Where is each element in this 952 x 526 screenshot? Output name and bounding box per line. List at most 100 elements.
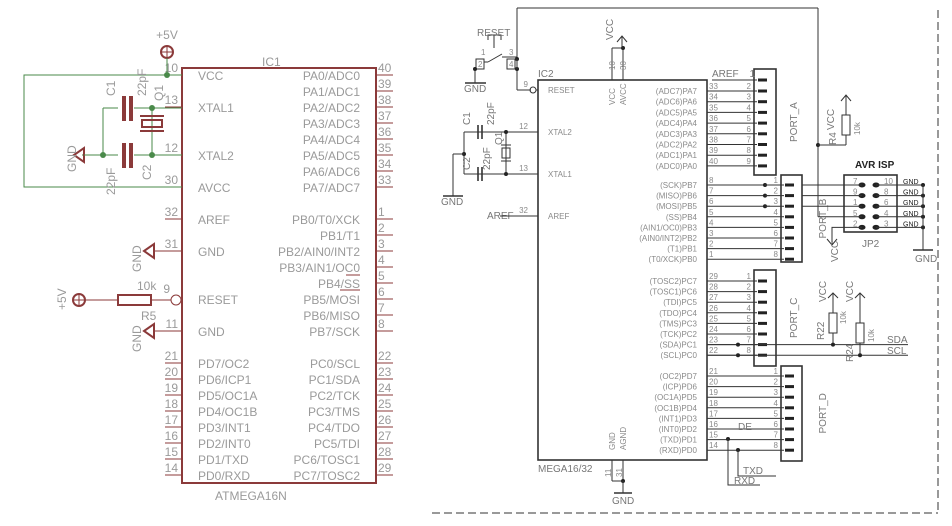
port_c-name: PORT_C [789, 298, 800, 338]
ic2-pin-label: GND [608, 432, 617, 450]
gnd-label: GND [464, 84, 486, 95]
ic1-pin-number: 4 [378, 253, 385, 267]
de-label: DE [738, 422, 752, 433]
ic2-pin-label: AREF [548, 212, 569, 221]
ic2-pin-number: 19 [709, 388, 718, 397]
switch-pin: 3 [509, 48, 514, 57]
ic1-pin-number: 8 [378, 317, 385, 331]
ic2-pin-number: 26 [709, 304, 718, 313]
ic2-pin-label: (INT1)PD3 [659, 414, 698, 423]
ic1-pin-label: PA7/ADC7 [303, 181, 360, 195]
ic1-pin-number: 5 [378, 269, 385, 283]
connector-pin-number: 4 [774, 399, 779, 408]
connector-pin-number: 4 [747, 304, 752, 313]
ic2-pin-number: 23 [709, 336, 718, 345]
connector-pin [785, 183, 794, 187]
ic1-pin-number: 26 [378, 413, 392, 427]
connector-pin [758, 321, 767, 325]
port_b-connector [780, 174, 803, 263]
avcc-loop-wire [23, 74, 182, 188]
c2-value: 22pF [482, 147, 493, 170]
ic2-pin-number: 5 [709, 208, 714, 217]
switch-pin: 4 [509, 60, 514, 69]
r22-name: R22 [816, 321, 827, 340]
ic1-pin-label: PD4/OC1B [198, 405, 257, 419]
r24-value: 10k [867, 328, 876, 342]
connector-pin-number: 9 [747, 157, 752, 166]
ic1-pin-label: PA1/ADC1 [303, 85, 360, 99]
isp-pin-number: 9 [853, 188, 858, 197]
capacitor-c1-plate [122, 96, 126, 121]
vcc-label: VCC [845, 281, 856, 302]
vcc-label: VCC [605, 19, 616, 40]
vcc-label: VCC [830, 241, 841, 262]
ic2-pin-label: (OC1A)PD5 [654, 393, 697, 402]
connector-pin-number: 5 [774, 218, 779, 227]
ic2-pin-number: 6 [709, 197, 714, 206]
ic2-pin-number: 38 [709, 136, 718, 145]
junction-dot [736, 342, 740, 347]
ic2-pin-label: (TDO)PC4 [659, 309, 697, 318]
isp-pin-number: 2 [853, 219, 858, 228]
ic1-pin-number: 6 [378, 285, 385, 299]
ic2-pin-label: (ADC6)PA6 [656, 98, 698, 107]
isp-gnd-label: GND [903, 221, 919, 228]
ic1-pin-number: 24 [378, 381, 392, 395]
ic2-pin-label: (SS)PB4 [666, 213, 698, 222]
connector-pin-number: 8 [774, 441, 779, 450]
ic2-pin-label: (OC1B)PD4 [654, 404, 697, 413]
connector-pin-number: 1 [774, 367, 779, 376]
ic1-pin-number: 23 [378, 365, 392, 379]
ic2-pin-number: 25 [709, 314, 718, 323]
ic1-pin-number: 15 [165, 445, 179, 459]
connector-pin [758, 153, 767, 157]
isp-gnd-label: GND [903, 190, 919, 197]
ic1-pin-number: 9 [163, 282, 170, 296]
gnd-label: GND [441, 197, 463, 208]
q1-name: Q1 [152, 85, 166, 101]
ic1-pin-number: 25 [378, 397, 392, 411]
ic2-pin-number: 9 [524, 80, 529, 89]
r5-name: R5 [141, 309, 157, 323]
ic2-pin-number: 39 [709, 146, 718, 155]
connector-pin [785, 225, 794, 229]
gnd-label: GND [612, 496, 634, 507]
ic2-pin-label: (TOSC1)PC6 [650, 288, 698, 297]
ic2-pin-label: (ADC0)PA0 [656, 162, 698, 171]
ic1-pin-label: XTAL1 [198, 101, 234, 115]
ic1-pin-label: PC3/TMS [308, 405, 360, 419]
junction-dot [473, 67, 477, 71]
ic1-body [181, 67, 377, 484]
connector-pin [758, 143, 767, 146]
ic2-pin-label: (SCK)PB7 [660, 181, 697, 190]
ic2-pin-number: 24 [709, 325, 718, 334]
connector-pin [785, 406, 794, 410]
q1-name: Q1 [494, 131, 505, 145]
isp-gnd-label: GND [903, 200, 919, 207]
ic1-pin-number: 30 [165, 173, 179, 187]
power-label-5v: +5V [55, 288, 69, 310]
port_d-connector [780, 365, 803, 462]
ic1-pin-number: 18 [165, 397, 179, 411]
r5-value: 10k [137, 279, 157, 293]
vcc-arrow-icon [854, 292, 866, 299]
ic2-pin-number: 20 [709, 378, 718, 387]
ic2-pin-number: 35 [709, 103, 718, 112]
ic2-pin-number: 27 [709, 293, 718, 302]
ic2-pin-number: 7 [709, 187, 714, 196]
ic2-pin-number: 14 [709, 441, 718, 450]
connector-pin-number: 6 [747, 325, 752, 334]
ic2-pin-label: (INT0)PD2 [659, 425, 698, 434]
connector-pin-number: 1 [774, 176, 779, 185]
ic1-pin-label: PA2/ADC2 [303, 101, 360, 115]
connector-pin-number: 2 [774, 187, 779, 196]
ic1-pin-label: PD5/OC1A [198, 389, 257, 403]
ic1-pin-number: 10 [165, 61, 179, 75]
ic2-pin-label: (ICP)PD6 [663, 383, 698, 392]
ic2-pin-number: 30 [619, 61, 628, 70]
isp-pin-number: 8 [884, 188, 889, 197]
ic1-pin-number: 17 [165, 413, 179, 427]
ic1-pin-number: 32 [165, 205, 179, 219]
connector-pin-number: 8 [774, 250, 779, 259]
ic2-pin-number: 21 [709, 367, 718, 376]
